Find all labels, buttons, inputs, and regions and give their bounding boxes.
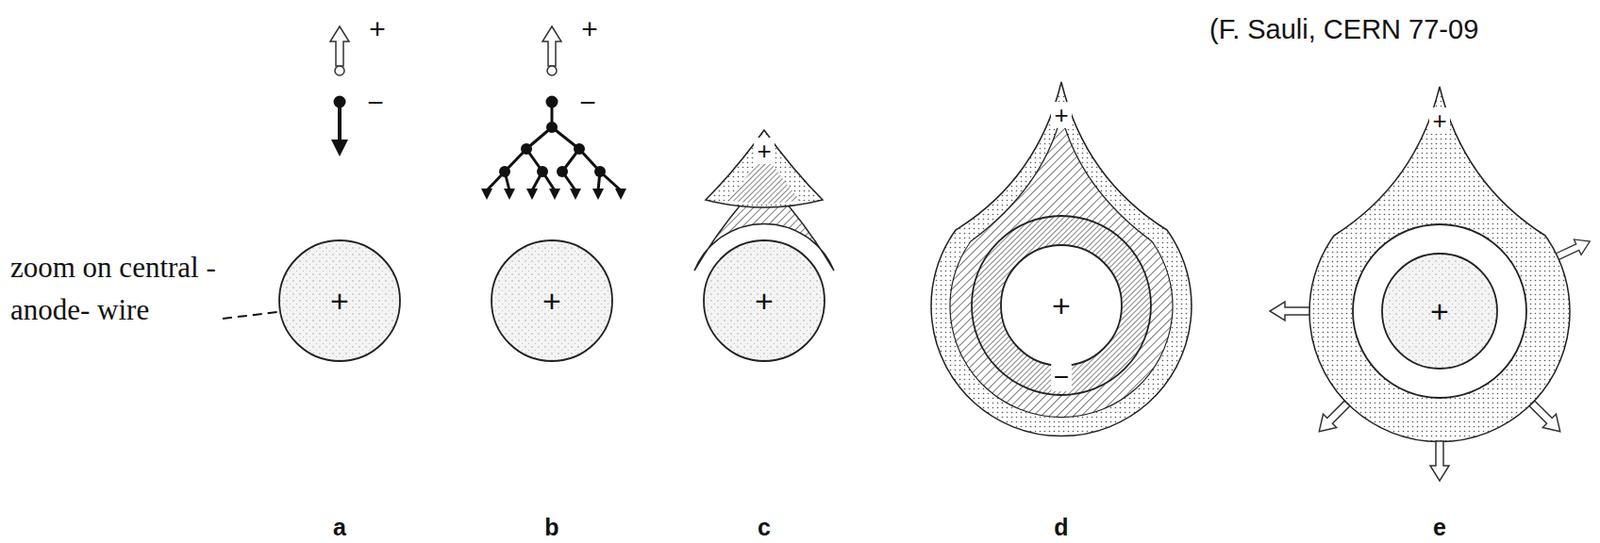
charge-sign: +	[1430, 295, 1450, 328]
charge-sign: +	[368, 13, 386, 45]
charge-sign: −	[1050, 363, 1072, 393]
panel-letter: a	[333, 515, 347, 542]
anode-wire-circle: +	[702, 239, 826, 363]
charge-sign: +	[542, 284, 562, 317]
charge-sign: −	[579, 86, 597, 118]
node-text-holder: +	[1000, 244, 1123, 367]
charge-drop	[931, 82, 1192, 437]
anode-wire-circle: +	[1000, 244, 1123, 367]
charge-sign: +	[581, 13, 599, 45]
panel-letter: e	[1433, 515, 1447, 542]
anode-wire-circle: +	[490, 239, 614, 363]
avalanche-tree	[481, 26, 627, 200]
panel-letter: d	[1053, 515, 1068, 542]
charge-sign: +	[1051, 289, 1071, 322]
charge-sign: +	[1050, 101, 1071, 130]
anode-wire-circle: +	[1381, 252, 1499, 370]
node-text-holder: +	[490, 239, 614, 363]
anode-wire-circle: +	[278, 239, 401, 363]
source-citation: (F. Sauli, CERN 77-09	[1209, 15, 1479, 46]
callout-note: zoom on central -anode- wire	[10, 247, 284, 333]
charge-sign: +	[1429, 107, 1450, 135]
charge-sign: +	[330, 284, 350, 317]
node-text-holder: +	[702, 239, 826, 363]
charge-sign: −	[366, 86, 384, 118]
charge-sign: +	[753, 137, 774, 166]
charge-sign: +	[754, 284, 774, 317]
node-text-holder: +	[1381, 252, 1499, 370]
panel-letter: c	[757, 515, 771, 542]
panel-letter: b	[544, 515, 559, 542]
node-text-holder: +	[278, 239, 401, 363]
ion-electron-pair	[330, 26, 350, 157]
ion-drop	[1269, 86, 1594, 482]
